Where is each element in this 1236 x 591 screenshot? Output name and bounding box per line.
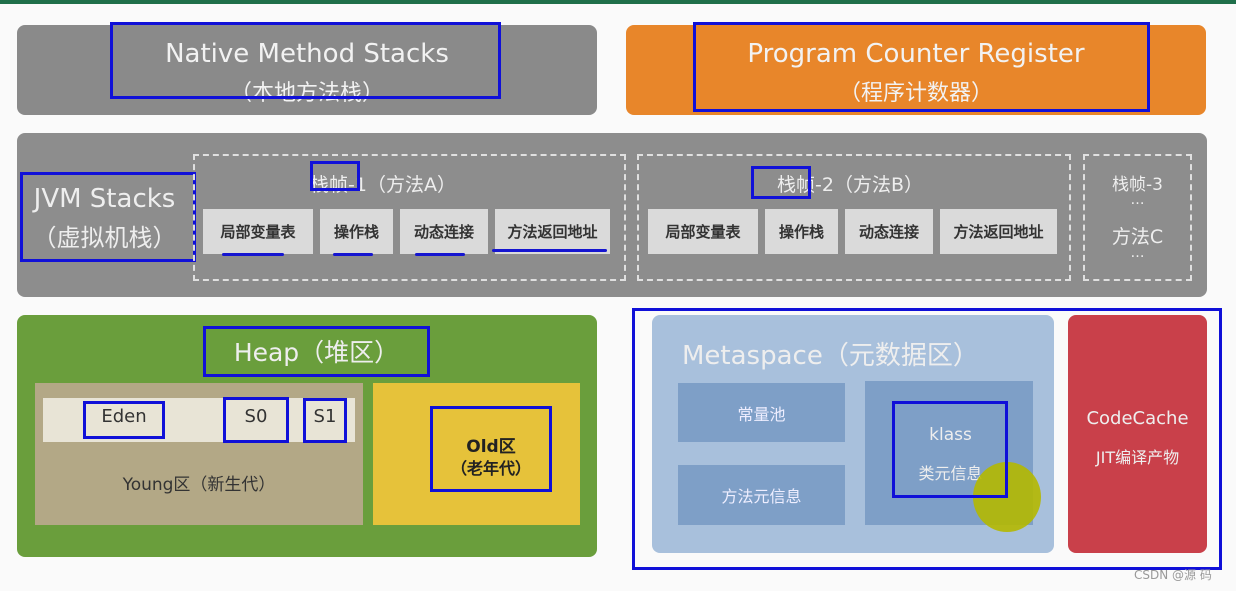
pc-subtitle: （程序计数器） [838,81,993,106]
heap-title: Heap（堆区） [233,338,400,367]
old-sublabel: （老年代） [450,459,531,478]
annotation-box [632,308,1222,570]
annotation-box [20,172,196,262]
pc-title: Program Counter Register [747,39,1085,69]
codecache-subtitle: JIT编译产物 [1095,448,1180,467]
frame-2-label: 栈帧-2（方法B） [777,174,923,196]
annotation-box [751,166,811,199]
underline-annotation [492,249,607,252]
stack-frame-3 [1083,154,1192,281]
underline-annotation [333,253,373,256]
underline-annotation [415,253,465,256]
frame-cell: 局部变量表 [203,209,313,254]
annotation-box [203,326,430,377]
frame-3-dots: … [1130,192,1145,208]
frame-cell: 操作栈 [320,209,393,254]
s0-label: S0 [244,406,268,427]
frame-cell: 方法返回地址 [940,209,1057,254]
underline-annotation [222,253,284,256]
constant-pool: 常量池 [678,383,845,442]
native-title: Native Method Stacks [165,39,449,69]
native-subtitle: （本地方法栈） [229,81,384,106]
jvm-subtitle: （虚拟机栈） [32,224,177,252]
eden-label: Eden [101,406,147,427]
annotation-box [310,161,360,191]
codecache [1068,315,1207,553]
annotation-box [110,22,501,99]
frame-3-method: 方法C [1111,226,1164,248]
jvm-title: JVM Stacks [33,184,176,214]
stack-frame-2 [637,154,1071,281]
method-metadata: 方法元信息 [678,465,845,525]
klass-label: klass [929,425,972,445]
annotation-box [430,406,552,492]
codecache-title: CodeCache [1086,408,1189,429]
annotation-box [693,22,1150,112]
program-counter-register: Program Counter Register （程序计数器） [626,25,1206,115]
watermark: CSDN @源 码 [1134,568,1212,582]
annotation-box [223,397,289,443]
klass-sublabel: 类元信息 [918,464,983,483]
old-label: Old区 [466,437,516,457]
s1-label: S1 [313,406,337,427]
frame-1-label: 栈帧-1（方法A） [310,174,456,196]
frame-cell: 动态连接 [400,209,488,254]
annotation-box [892,401,1008,498]
frame-3-label: 栈帧-3 [1112,175,1163,195]
top-border [0,0,1236,4]
metaspace-title: Metaspace（元数据区） [682,341,979,371]
method-metadata-label: 方法元信息 [721,487,802,506]
frame-3-dots: … [1130,245,1145,261]
frame-cell: 操作栈 [765,209,838,254]
annotation-box [303,398,347,443]
annotation-box [83,401,165,439]
frame-cell: 局部变量表 [648,209,758,254]
stack-frame-1 [193,154,626,281]
constant-pool-label: 常量池 [737,404,786,424]
young-label: Young区（新生代） [122,475,276,495]
frame-cell: 动态连接 [845,209,933,254]
frame-cell: 方法返回地址 [495,209,610,254]
